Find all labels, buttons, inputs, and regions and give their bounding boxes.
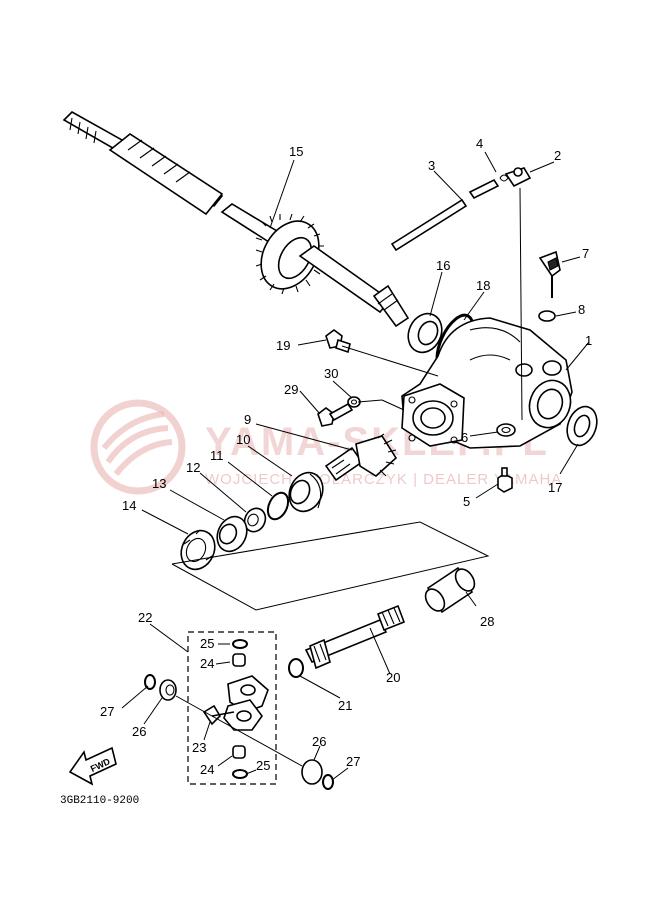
callout-22: 22 <box>138 610 152 625</box>
part-19-bolt <box>325 329 351 354</box>
part-10-bearing <box>288 471 324 513</box>
callout-labels: 15 4 2 3 7 8 16 18 1 19 29 30 9 10 11 12… <box>100 136 592 777</box>
callout-4: 4 <box>476 136 483 151</box>
part-5-drain-bolt <box>497 467 513 493</box>
part-13-bearing <box>216 515 248 553</box>
callout-3: 3 <box>428 158 435 173</box>
callout-20: 20 <box>386 670 400 685</box>
leader-lines <box>121 151 590 781</box>
part-22-universal-joint-assembly <box>187 631 277 785</box>
part-12-nut <box>243 507 267 533</box>
callout-10: 10 <box>236 432 250 447</box>
callout-13: 13 <box>152 476 166 491</box>
callout-26-left: 26 <box>132 724 146 739</box>
callout-25-bottom: 25 <box>256 758 270 773</box>
callout-11: 11 <box>210 448 224 463</box>
callout-24-top: 24 <box>200 656 214 671</box>
callout-16: 16 <box>436 258 450 273</box>
callout-21: 21 <box>338 698 352 713</box>
part-3-breather-hose <box>390 178 500 252</box>
part-17-oil-seal <box>566 405 598 447</box>
part-26-bearing-cup-right <box>301 759 323 785</box>
part-6-gasket <box>496 423 516 437</box>
part-28-coupling-sleeve <box>424 566 476 614</box>
callout-6: 6 <box>461 430 468 445</box>
part-29-bolt <box>317 402 354 427</box>
callout-24-bottom: 24 <box>200 762 214 777</box>
callout-30: 30 <box>324 366 338 381</box>
callout-18: 18 <box>476 278 490 293</box>
part-25-snap-ring-top <box>232 639 248 649</box>
callout-14: 14 <box>122 498 136 513</box>
part-21-circlip <box>288 658 304 678</box>
part-1-final-gear-case <box>401 317 573 449</box>
callout-15: 15 <box>289 144 303 159</box>
callout-9: 9 <box>244 412 251 427</box>
callout-7: 7 <box>582 246 589 261</box>
part-24-bearing-cup-top <box>232 653 246 667</box>
callout-23: 23 <box>192 740 206 755</box>
callout-12: 12 <box>186 460 200 475</box>
callout-1: 1 <box>585 333 592 348</box>
part-8-o-ring <box>538 310 556 322</box>
part-27-snap-ring-left <box>144 674 156 690</box>
callout-8: 8 <box>578 302 585 317</box>
diagram-code: 3GB2110-9200 <box>60 795 139 807</box>
callout-25-top: 25 <box>200 636 214 651</box>
part-2-elbow-joint <box>504 167 532 188</box>
part-14-bearing-retainer <box>180 529 216 571</box>
callout-5: 5 <box>463 494 470 509</box>
part-26-bearing-cup-left <box>159 679 177 701</box>
part-9-drive-pinion-gear <box>324 433 398 482</box>
part-27-snap-ring-right <box>322 774 334 790</box>
callout-28: 28 <box>480 614 494 629</box>
callout-27-right: 27 <box>346 754 360 769</box>
callout-17: 17 <box>548 480 562 495</box>
callout-19: 19 <box>276 338 290 353</box>
callout-27-left: 27 <box>100 704 114 719</box>
part-20-propeller-shaft <box>304 604 406 670</box>
callout-2: 2 <box>554 148 561 163</box>
fwd-arrow-icon: FWD <box>68 746 117 786</box>
part-7-filler-plug <box>538 250 561 298</box>
part-24-bearing-cup-bottom <box>232 745 246 759</box>
callout-26-right: 26 <box>312 734 326 749</box>
part-25-snap-ring-bottom <box>232 769 248 779</box>
part-11-circlip <box>266 491 290 521</box>
part-16-oil-seal <box>407 312 443 354</box>
callout-29: 29 <box>284 382 298 397</box>
part-15-drive-shaft <box>62 111 410 328</box>
